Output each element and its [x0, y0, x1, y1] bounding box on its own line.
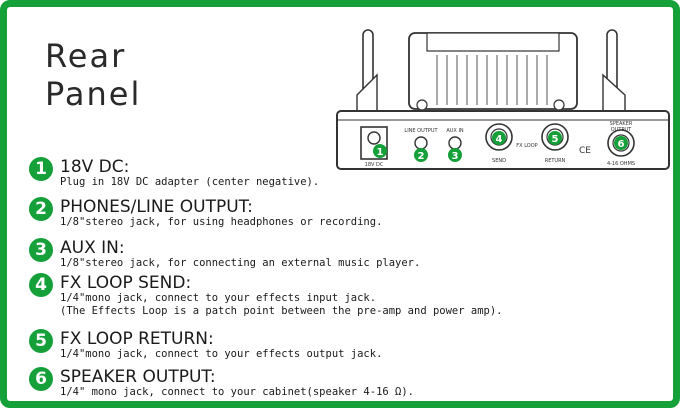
callout-1-label: 1: [377, 147, 384, 158]
number-badge: 6: [29, 367, 53, 391]
number-badge: 1: [29, 157, 53, 181]
item-description: Plug in 18V DC adapter (center negative)…: [60, 176, 320, 188]
callout-5: [548, 131, 562, 145]
callout-3: [448, 148, 462, 162]
number-badge: 4: [29, 273, 53, 297]
item-description: 1/4"mono jack, connect to your effects i…: [60, 292, 377, 304]
return-label: RETURN: [545, 158, 566, 164]
item-description: 1/8"stereo jack, for using headphones or…: [60, 216, 383, 228]
item-title: SPEAKER OUTPUT:: [60, 367, 216, 387]
power-jack-hole: [367, 131, 381, 145]
line-output-jack: [414, 136, 428, 150]
callout-2: [414, 148, 428, 162]
callout-3-label: 3: [452, 151, 459, 162]
item-description: 1/4" mono jack, connect to your cabinet(…: [60, 386, 415, 398]
item-description: 1/8"stereo jack, for connecting an exter…: [60, 257, 421, 269]
rear-panel-diagram: 1 18V DC LINE OUTPUT 2 AUX IN 3 4 SEND F…: [336, 29, 670, 170]
item-title: FX LOOP SEND:: [60, 273, 192, 293]
callout-5-label: 5: [552, 134, 559, 145]
fx-loop-label: FX LOOP: [516, 143, 537, 149]
item-description-note: (The Effects Loop is a patch point betwe…: [60, 305, 503, 317]
callout-1: [373, 144, 387, 158]
callout-6: [614, 136, 628, 150]
number-badge: 5: [29, 329, 53, 353]
item-title: FX LOOP RETURN:: [60, 329, 214, 349]
heatsink-fins: [436, 55, 548, 105]
title-line-2: Panel: [45, 75, 142, 113]
page-title: Rear Panel: [45, 37, 141, 113]
callout-6-label: 6: [618, 139, 625, 150]
title-line-1: Rear: [45, 37, 127, 75]
callout-4: [492, 131, 506, 145]
power-label: 18V DC: [365, 162, 384, 168]
callout-4-label: 4: [496, 134, 503, 145]
cabinet-label: 4-16 OHMS: [607, 161, 635, 167]
send-label: SEND: [492, 158, 506, 164]
aux-in-label: AUX IN: [446, 128, 464, 134]
ce-mark: CE: [579, 146, 591, 156]
transformer-top: [426, 32, 560, 52]
screw-right: [553, 99, 565, 111]
item-title: 18V DC:: [60, 157, 130, 177]
screw-left: [416, 99, 428, 111]
number-badge: 3: [29, 238, 53, 262]
aux-in-jack: [448, 136, 462, 150]
number-badge: 2: [29, 197, 53, 221]
item-description: 1/4"mono jack, connect to your effects o…: [60, 348, 383, 360]
speaker-label-1: SPEAKER: [610, 121, 633, 127]
item-title: AUX IN:: [60, 238, 125, 258]
line-output-label: LINE OUTPUT: [404, 128, 438, 134]
item-title: PHONES/LINE OUTPUT:: [60, 197, 253, 217]
callout-2-label: 2: [418, 151, 425, 162]
